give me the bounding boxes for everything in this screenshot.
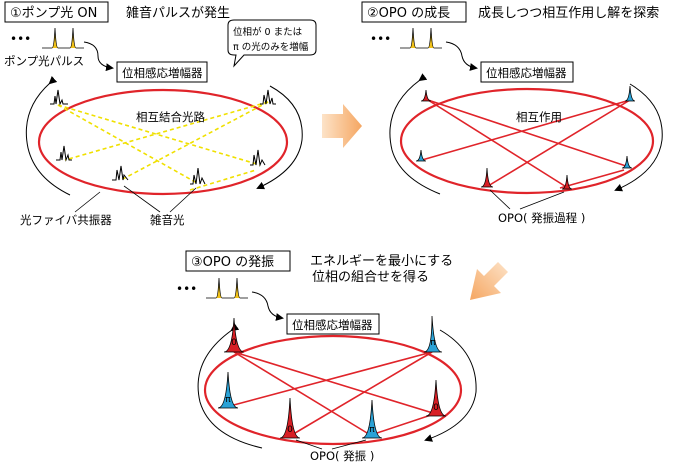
phase-labels: 0 π π 0 π 0 [225, 338, 439, 435]
pump-pulse-2 [400, 27, 442, 49]
path-label: 相互結合光路 [136, 110, 205, 124]
callout-line-1: 位相が 0 または [233, 26, 303, 38]
phase-label: 0 [433, 403, 439, 413]
step-3-label: ③OPO の発振 [191, 255, 274, 270]
step-2-box [361, 1, 467, 23]
phase-label: π [225, 395, 231, 405]
rotation-arrow-outer-right-2 [614, 83, 663, 192]
panel-2-headline: 成長しつつ相互作用し解を探索 [478, 6, 659, 21]
pump-pulse [42, 27, 84, 49]
pump-arrow-3 [251, 291, 284, 321]
rotation-arrow-outer-right [256, 85, 303, 190]
panel-3: ③OPO の発振 エネルギーを最小にする 位相の組合せを得る ••• 位相感応増… [176, 250, 477, 463]
process-pointer-2b [519, 191, 565, 210]
transition-arrow-down-left [470, 262, 508, 300]
rotation-arrow-outer-left [25, 76, 71, 196]
callout-bubble: 位相が 0 または π の光のみを増幅 [227, 19, 317, 68]
step-1-box [4, 1, 109, 23]
rotation-arrow-outer-right-3 [424, 329, 477, 442]
noise-pulses [50, 89, 276, 185]
process-pointer-3a [295, 439, 323, 450]
amplifier-label-2: 位相感応増幅器 [486, 66, 567, 80]
panel-1-headline: 雑音パルスが発生 [126, 5, 230, 21]
amplifier-box-3 [286, 313, 380, 335]
rotation-arrow-outer-left-3 [197, 323, 263, 449]
amplifier-label-3: 位相感応増幅器 [292, 318, 373, 332]
callout-line-2: π の光のみを増幅 [233, 41, 309, 53]
oscillating-pulses-3 [217, 315, 447, 439]
phase-label: 0 [231, 338, 237, 348]
transition-arrow-right [322, 104, 362, 148]
pump-label: ポンプ光パルス [4, 54, 84, 68]
coupling-paths [57, 101, 269, 191]
process-label-2: OPO( 発振過程 ) [498, 211, 585, 225]
interaction-paths-3 [229, 351, 437, 437]
amplifier-box-1 [116, 61, 208, 83]
noise-label: 雑音光 [150, 213, 185, 227]
panel-3-headline-2: 位相の組合せを得る [312, 269, 429, 285]
amplifier-label-1: 位相感応増幅器 [122, 66, 203, 80]
step-3-box [185, 250, 291, 272]
fiber-ring-1 [37, 88, 289, 196]
noise-pointer-1 [123, 185, 161, 213]
process-pointer-2a [489, 189, 511, 210]
process-label-3: OPO( 発振 ) [310, 449, 374, 463]
panel-3-headline-1: エネルギーを最小にする [310, 254, 453, 269]
fiber-ring-2 [399, 87, 655, 195]
step-1-label: ①ポンプ光 ON [10, 6, 97, 21]
pump-arrow [83, 41, 114, 72]
resonator-pointer [74, 191, 101, 213]
rotation-arrow-outer-left-2 [389, 73, 441, 195]
pump-dots: ••• [10, 32, 31, 46]
noise-pointer-2 [169, 187, 197, 213]
growing-pulses-2 [415, 85, 636, 190]
phase-label: π [369, 425, 375, 435]
interaction-paths-2 [421, 99, 631, 189]
fiber-ring-3 [203, 334, 463, 446]
process-pointer-3b [331, 439, 367, 450]
amplifier-box-2 [480, 61, 574, 83]
interaction-label: 相互作用 [516, 110, 562, 124]
pump-arrow-2 [445, 41, 478, 71]
pump-dots-2: ••• [370, 32, 391, 46]
phase-label: π [430, 338, 436, 348]
panel-2: ②OPO の成長 成長しつつ相互作用し解を探索 ••• 位相感応増幅器 相互作用… [361, 1, 663, 225]
phase-label: 0 [287, 425, 293, 435]
panel-1: ①ポンプ光 ON 雑音パルスが発生 位相が 0 または π の光のみを増幅 ••… [4, 1, 317, 227]
step-2-label: ②OPO の成長 [367, 6, 450, 21]
pump-pulse-3 [206, 277, 248, 299]
pump-dots-3: ••• [176, 282, 197, 296]
resonator-label: 光ファイバ共振器 [20, 213, 112, 227]
